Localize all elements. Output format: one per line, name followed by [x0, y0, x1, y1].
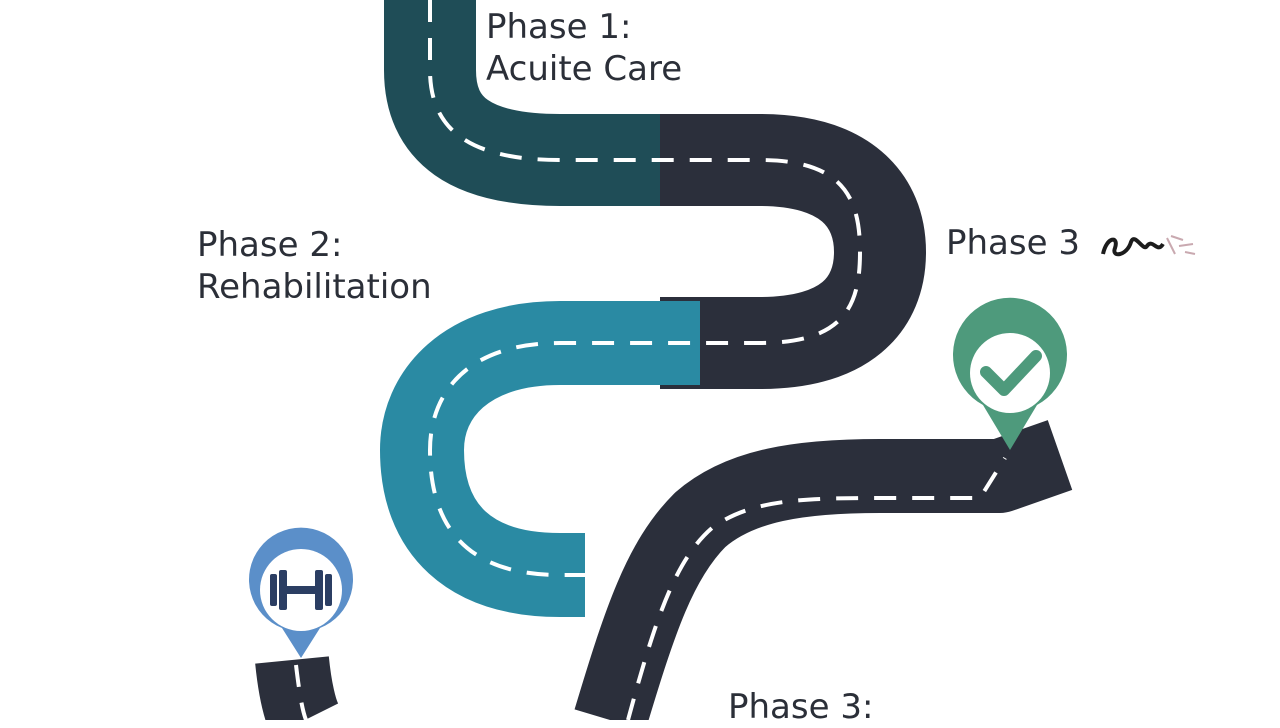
dumbbell-map-pin — [249, 527, 353, 658]
phase-3-bottom-label: Phase 3: — [728, 686, 873, 728]
road — [255, 0, 1073, 720]
dumbbell-icon — [270, 570, 332, 610]
phase-2-subtitle: Rehabilitation — [197, 267, 432, 307]
phase-3-right-title: Phase 3 — [946, 223, 1080, 263]
checkmark-icon — [980, 350, 1042, 396]
checkmark-map-pin — [953, 297, 1067, 450]
garbled-text-icon — [1100, 234, 1195, 256]
phase-1-title: Phase 1: — [486, 7, 632, 47]
phase-1-subtitle: Acuite Care — [486, 49, 683, 89]
road-segment-phase3 — [574, 420, 1073, 720]
phase-2-title: Phase 2: — [197, 225, 343, 265]
phase-3-bottom-title: Phase 3: — [728, 687, 874, 727]
phase-3-right-label: Phase 3 — [946, 222, 1197, 264]
phase-2-label: Phase 2: Rehabilitation — [197, 224, 432, 308]
lane-markings — [294, 0, 1007, 720]
phase-1-label: Phase 1: Acuite Care — [486, 6, 682, 90]
